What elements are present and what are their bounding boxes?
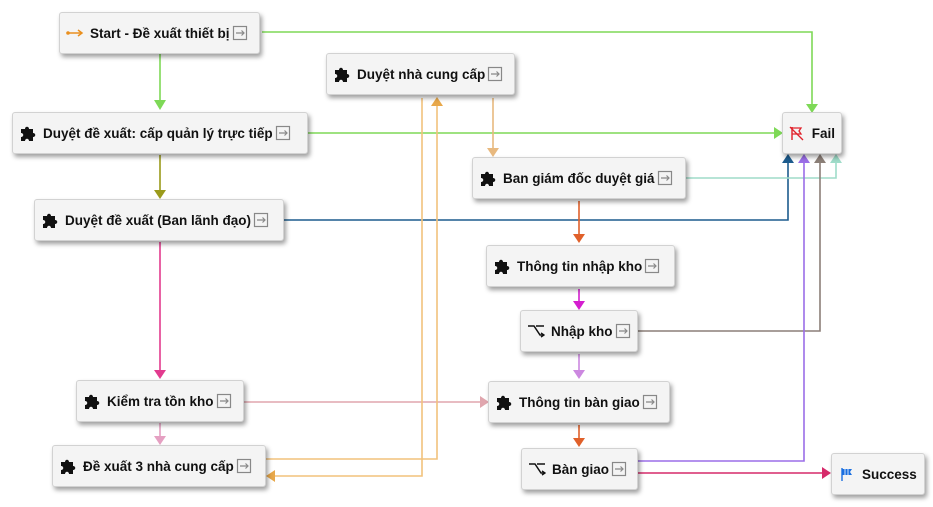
node-price-approval[interactable]: Ban giám đốc duyệt giá [472, 157, 686, 199]
exit-icon[interactable] [275, 125, 291, 141]
exit-icon[interactable] [615, 323, 631, 339]
flag-icon [838, 465, 856, 483]
node-start[interactable]: Start - Đề xuất thiết bị [59, 12, 260, 54]
node-label: Start - Đề xuất thiết bị [90, 25, 230, 41]
exit-icon[interactable] [253, 212, 269, 228]
edge-arrowhead [822, 467, 831, 479]
edge-arrowhead [154, 190, 166, 199]
exit-icon[interactable] [644, 258, 660, 274]
node-label: Nhập kho [551, 323, 613, 339]
node-label: Duyệt đề xuất: cấp quản lý trực tiếp [43, 125, 273, 141]
puzzle-icon [41, 211, 59, 229]
edge-arrowhead [798, 154, 810, 163]
puzzle-icon [495, 393, 513, 411]
node-label: Duyệt đề xuất (Ban lãnh đạo) [65, 212, 252, 228]
node-supplier-approval[interactable]: Duyệt nhà cung cấp [326, 53, 515, 95]
branch-icon [528, 460, 546, 478]
edge-arrowhead [573, 234, 585, 243]
puzzle-icon [493, 257, 511, 275]
exit-icon[interactable] [232, 25, 248, 41]
branch-icon [527, 322, 545, 340]
edge-arrowhead [154, 100, 166, 110]
node-label: Thông tin nhập kho [517, 258, 643, 274]
edge-arrowhead [431, 97, 443, 106]
start-arrow-icon [66, 24, 84, 42]
edge-arrowhead [154, 370, 166, 379]
puzzle-icon [479, 169, 497, 187]
node-handover[interactable]: Bàn giao [521, 448, 638, 490]
node-label: Success [862, 466, 917, 482]
node-success[interactable]: Success [831, 453, 925, 495]
edge-supplier-approval-to-propose [275, 98, 423, 477]
exit-icon[interactable] [611, 461, 627, 477]
exit-icon[interactable] [216, 393, 232, 409]
node-leadership-approval[interactable]: Duyệt đề xuất (Ban lãnh đạo) [34, 199, 284, 241]
edge-arrowhead [154, 436, 166, 445]
edge-arrowhead [814, 154, 826, 163]
edge-arrowhead [782, 154, 794, 163]
edge-arrowhead [266, 470, 275, 482]
node-propose-suppliers[interactable]: Đề xuất 3 nhà cung cấp [52, 445, 266, 487]
flag-off-icon [789, 124, 806, 142]
node-warehouse-info[interactable]: Thông tin nhập kho [486, 245, 675, 287]
exit-icon[interactable] [642, 394, 658, 410]
puzzle-icon [83, 392, 101, 410]
exit-icon[interactable] [657, 170, 673, 186]
node-label: Ban giám đốc duyệt giá [503, 170, 655, 186]
node-handover-info[interactable]: Thông tin bàn giao [488, 381, 670, 423]
edge-propose-to-supplier-approval [266, 106, 438, 460]
node-manager-approval[interactable]: Duyệt đề xuất: cấp quản lý trực tiếp [12, 112, 308, 154]
puzzle-icon [19, 124, 37, 142]
node-label: Fail [811, 125, 835, 141]
node-label: Duyệt nhà cung cấp [357, 66, 486, 82]
edge-arrowhead [487, 148, 499, 157]
puzzle-icon [333, 65, 351, 83]
node-warehouse-entry[interactable]: Nhập kho [520, 310, 638, 352]
edge-arrowhead [830, 154, 842, 163]
node-label: Thông tin bàn giao [519, 394, 640, 410]
edge-price-to-fail [686, 163, 837, 179]
exit-icon[interactable] [236, 458, 252, 474]
edge-arrowhead [573, 370, 585, 379]
node-label: Bàn giao [552, 461, 610, 477]
exit-icon[interactable] [487, 66, 503, 82]
node-label: Đề xuất 3 nhà cung cấp [83, 458, 234, 474]
edge-arrowhead [573, 301, 585, 310]
node-label: Kiểm tra tồn kho [107, 393, 214, 409]
puzzle-icon [59, 457, 77, 475]
node-fail[interactable]: Fail [782, 112, 842, 154]
edge-arrowhead [573, 438, 585, 447]
node-inventory-check[interactable]: Kiểm tra tồn kho [76, 380, 244, 422]
